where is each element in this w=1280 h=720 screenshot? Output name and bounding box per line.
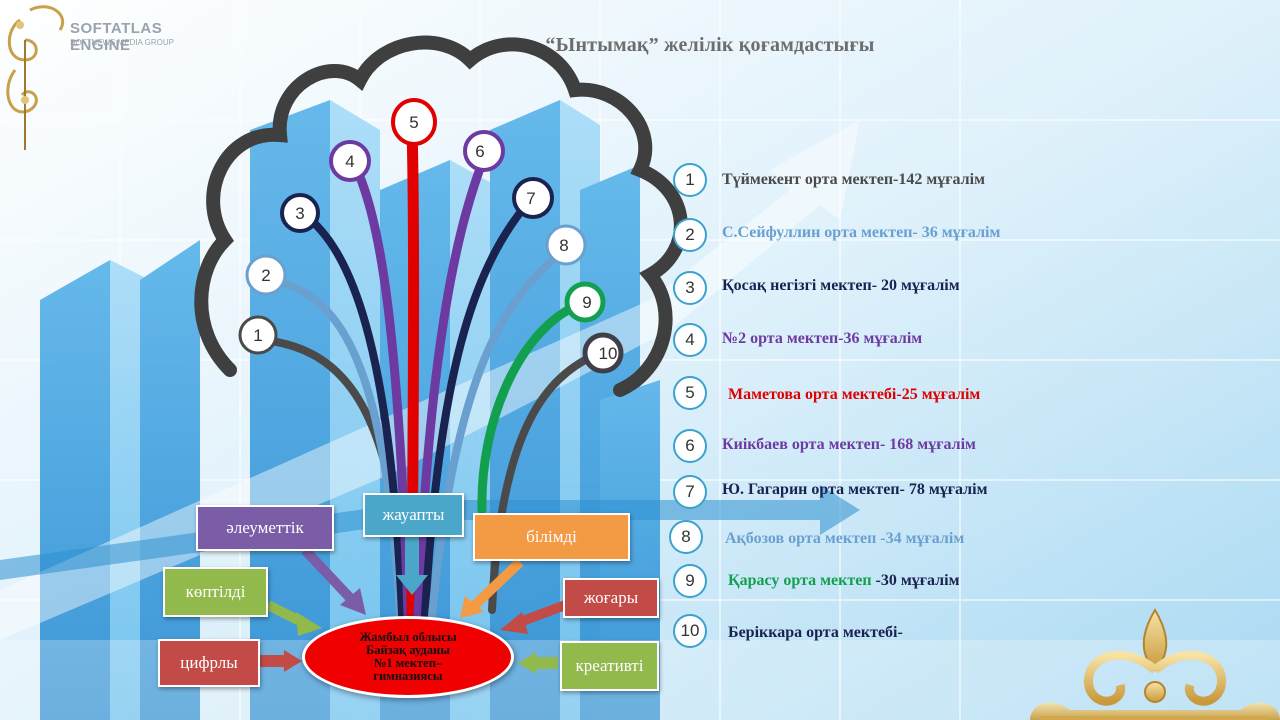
- school-number-1: 1: [673, 163, 707, 197]
- school-label-7: Ю. Гагарин орта мектеп- 78 мұғалім: [722, 481, 988, 498]
- svg-text:5: 5: [409, 113, 418, 132]
- box-zhogary: жоғары: [563, 578, 659, 618]
- link-9: [477, 300, 583, 515]
- bulb-9: 9: [564, 281, 606, 323]
- school-number-7: 7: [673, 475, 707, 509]
- center-line-2: Байзақ ауданы: [366, 643, 450, 657]
- svg-text:3: 3: [295, 204, 304, 223]
- bulb-7: 7: [512, 177, 554, 219]
- school-number-2: 2: [673, 218, 707, 252]
- box-bilimdi: білімді: [473, 513, 630, 561]
- box-zhauapty: жауапты: [363, 493, 464, 537]
- bulb-4: 4: [329, 140, 371, 182]
- school-label-9-count: -30 мұғалім: [875, 572, 960, 589]
- svg-text:10: 10: [599, 344, 618, 363]
- logo-subtext: SOFTNEWS MEDIA GROUP: [70, 38, 175, 47]
- school-label-1: Түймекент орта мектеп-142 мұғалім: [722, 171, 985, 188]
- bulb-2: 2: [245, 254, 287, 296]
- school-label-5: Маметова орта мектебі-25 мұғалім: [728, 386, 981, 403]
- svg-text:8: 8: [559, 236, 568, 255]
- svg-text:6: 6: [475, 142, 484, 161]
- school-number-5: 5: [673, 376, 707, 410]
- svg-text:9: 9: [582, 293, 591, 312]
- bulb-10: 10: [582, 332, 624, 374]
- bulb-5: 5: [391, 98, 437, 146]
- center-line-1: Жамбыл облысы: [359, 630, 457, 644]
- school-label-6: Киікбаев орта мектеп- 168 мұғалім: [722, 436, 976, 453]
- school-number-6: 6: [673, 429, 707, 463]
- school-label-2: С.Сейфуллин орта мектеп- 36 мұғалім: [722, 224, 1001, 241]
- school-label-4: №2 орта мектеп-36 мұғалім: [722, 330, 923, 347]
- center-line-3: №1 мектеп–: [373, 656, 443, 670]
- school-label-9-name: Қарасу орта мектеп: [728, 572, 876, 589]
- logo-text: SOFTATLAS ENGINE: [70, 20, 163, 54]
- school-label-10: Беріккара орта мектебі-: [728, 624, 903, 641]
- svg-text:1: 1: [253, 326, 262, 345]
- school-number-9: 9: [673, 564, 707, 598]
- bulb-1: 1: [238, 315, 278, 355]
- link-2: [276, 278, 404, 619]
- svg-text:7: 7: [526, 189, 535, 208]
- school-number-3: 3: [673, 271, 707, 305]
- box-koptildi: көптілді: [163, 567, 268, 617]
- box-tsifrly: цифрлы: [158, 639, 260, 687]
- box-kreativti: креативті: [560, 641, 659, 691]
- center-school: Жамбыл облысы Байзақ ауданы №1 мектеп– г…: [302, 616, 514, 698]
- box-aleumettik: әлеуметтік: [196, 505, 334, 551]
- school-number-8: 8: [669, 520, 703, 554]
- center-line-4: гимназиясы: [373, 669, 443, 683]
- page-title: “Ынтымақ” желілік қоғамдастығы: [545, 34, 875, 56]
- school-number-10: 10: [673, 614, 707, 648]
- school-label-8: Ақбозов орта мектеп -34 мұғалім: [725, 530, 965, 547]
- school-label-9: Қарасу орта мектеп -30 мұғалім: [728, 572, 959, 590]
- ornament-decoration: [1030, 608, 1280, 720]
- bulb-8: 8: [545, 224, 587, 266]
- svg-text:2: 2: [261, 266, 270, 285]
- school-number-4: 4: [673, 323, 707, 357]
- bulb-6: 6: [463, 130, 505, 172]
- bulb-3: 3: [280, 193, 320, 233]
- logo-ornament: SOFTATLAS ENGINE SOFTNEWS MEDIA GROUP: [0, 0, 200, 160]
- svg-text:4: 4: [345, 152, 354, 171]
- school-label-3: Қосақ негізгі мектеп- 20 мұғалім: [722, 277, 960, 294]
